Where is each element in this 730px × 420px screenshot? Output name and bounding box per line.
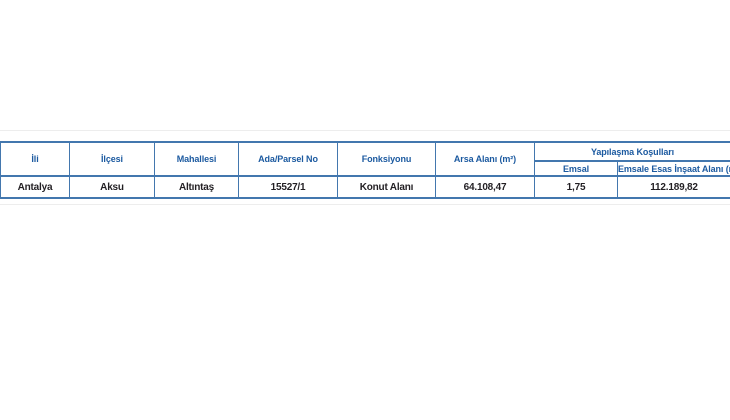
cell-floor-area-ratio: 1,75 [534, 175, 618, 199]
faint-rule-bottom [0, 204, 730, 205]
cell-province: Antalya [0, 175, 70, 199]
column-header-block-parcel-no: Ada/Parsel No [238, 141, 338, 177]
faint-rule-top [0, 130, 730, 131]
cell-neighborhood: Altıntaş [154, 175, 239, 199]
table-row: Antalya Aksu Altıntaş 15527/1 Konut Alan… [0, 175, 730, 199]
column-header-province: İli [0, 141, 70, 177]
column-header-function: Fonksiyonu [337, 141, 436, 177]
parcel-info-table: İli İlçesi Mahallesi Ada/Parsel No Fonks… [0, 141, 730, 199]
cell-land-area: 64.108,47 [435, 175, 535, 199]
column-header-district: İlçesi [69, 141, 155, 177]
cell-district: Aksu [69, 175, 155, 199]
column-group-header-zoning-conditions: Yapılaşma Koşulları [533, 141, 730, 162]
column-header-neighborhood: Mahallesi [154, 141, 239, 177]
cell-function: Konut Alanı [337, 175, 436, 199]
parcel-info-table-wrap: İli İlçesi Mahallesi Ada/Parsel No Fonks… [0, 141, 730, 199]
column-header-construction-area: Emsale Esas İnşaat Alanı (m²) [616, 160, 730, 177]
cell-block-parcel-no: 15527/1 [238, 175, 338, 199]
cell-construction-area: 112.189,82 [616, 175, 730, 199]
column-header-land-area: Arsa Alanı (m²) [435, 141, 535, 177]
column-header-floor-area-ratio: Emsal [534, 160, 618, 177]
